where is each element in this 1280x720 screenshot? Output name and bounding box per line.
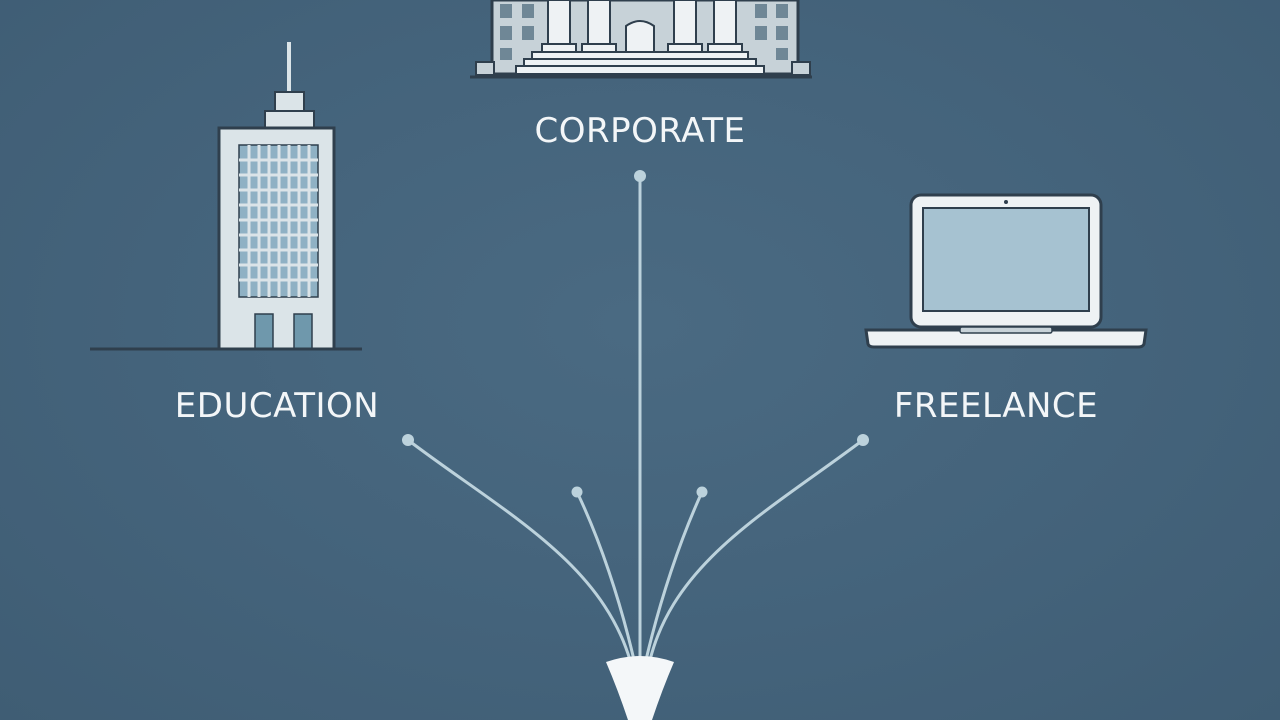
- funnel-icon: [606, 656, 674, 720]
- path-lines: [406, 174, 865, 662]
- node-label-corporate: CORPORATE: [534, 111, 746, 151]
- path-line-education: [406, 438, 632, 662]
- node-label-freelance: FREELANCE: [893, 386, 1099, 426]
- office-tower-icon: [90, 42, 362, 351]
- endpoint-dot: [696, 486, 708, 498]
- laptop-icon: [864, 193, 1148, 349]
- path-line-freelance: [648, 438, 865, 662]
- endpoint-dot: [571, 486, 583, 498]
- path-line-inner-right: [644, 490, 704, 662]
- endpoint-dot: [857, 434, 869, 446]
- endpoint-dot: [634, 170, 646, 182]
- endpoint-dot: [402, 434, 414, 446]
- path-endpoints: [402, 170, 869, 498]
- node-label-education: EDUCATION: [174, 386, 380, 426]
- path-line-inner-left: [575, 490, 636, 662]
- classical-building-icon: [470, 0, 812, 79]
